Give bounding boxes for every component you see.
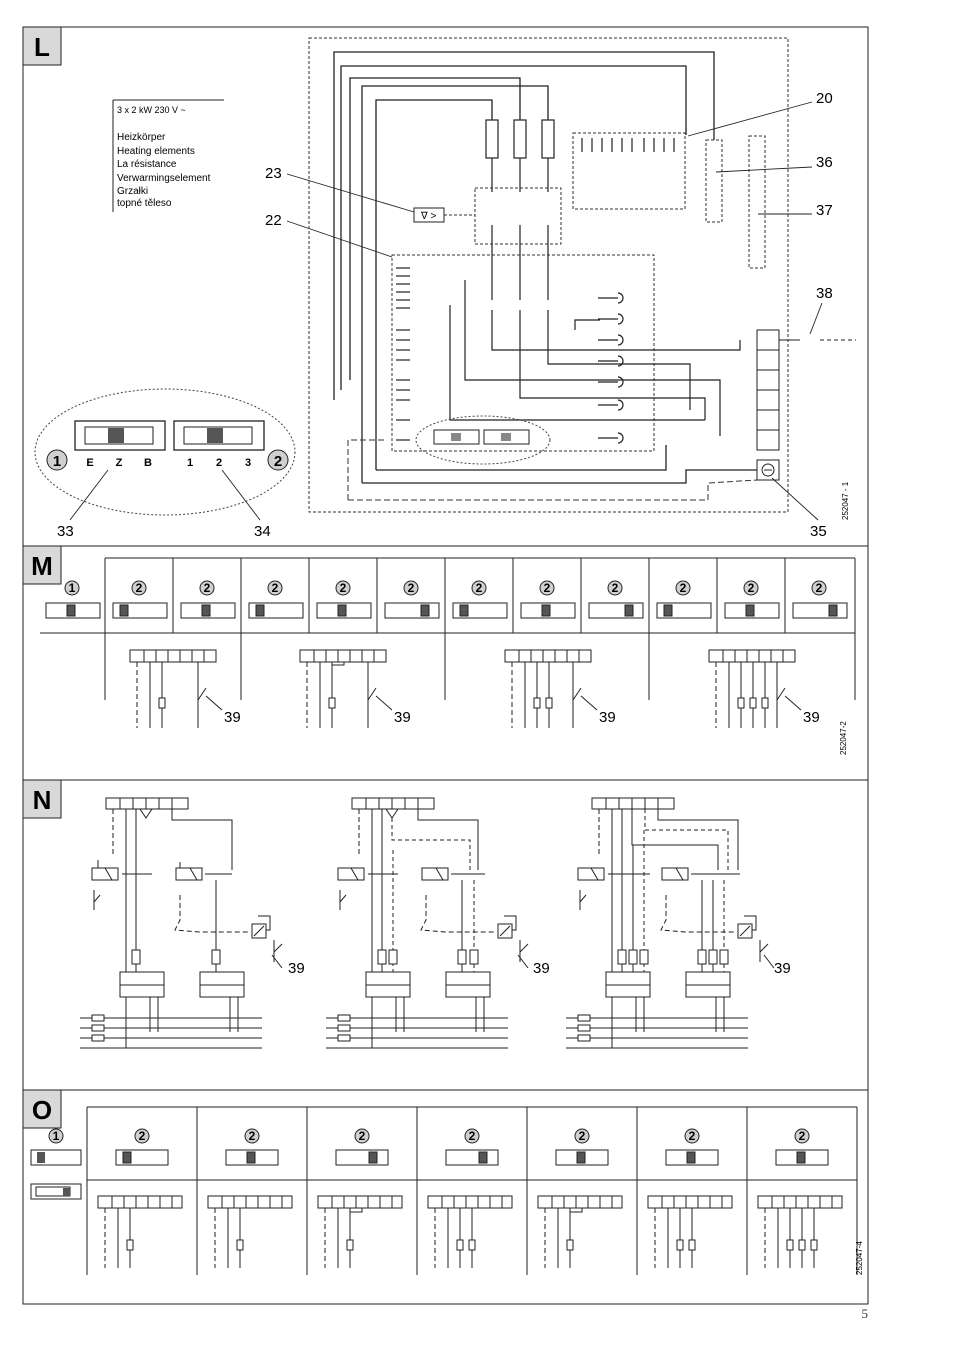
page-number: 5 <box>861 1306 869 1321</box>
n-schematic-a <box>80 797 283 1049</box>
m-number-6: 2 <box>408 581 415 595</box>
callout-36: 36 <box>816 154 833 171</box>
m-number-5: 2 <box>340 581 347 595</box>
m-callout-39-d: 39 <box>803 709 820 726</box>
heating-label-nl: Verwarmingselement <box>117 173 211 184</box>
m-number-9: 2 <box>612 581 619 595</box>
o-number-1: 2 <box>139 1129 146 1143</box>
n-callout-39-b: 39 <box>533 960 550 977</box>
drawing-code-l: 252047 - 1 <box>841 481 850 520</box>
callout-38: 38 <box>816 285 833 302</box>
section-letter-n: N <box>33 785 52 815</box>
sensor-36 <box>705 139 723 223</box>
o-switches <box>115 1149 829 1166</box>
m-header-grid <box>40 557 856 700</box>
section-frames <box>22 26 869 1305</box>
section-l: 3 x 2 kW 230 V ~ Heizkörper Heating elem… <box>34 37 856 540</box>
switch-2-pos-3: 3 <box>245 457 251 469</box>
section-m: 1 2 2 2 2 2 2 2 2 2 2 2 <box>40 557 856 755</box>
m-callout-39-a: 39 <box>224 709 241 726</box>
switch-1-number: 1 <box>53 453 61 470</box>
o-number-6: 2 <box>689 1129 696 1143</box>
rating-label: 3 x 2 kW 230 V ~ <box>117 105 186 115</box>
m-number-10: 2 <box>680 581 687 595</box>
n-callout-39-a: 39 <box>288 960 305 977</box>
callout-22: 22 <box>265 212 282 229</box>
n-callout-39-c: 39 <box>774 960 791 977</box>
m-number-1: 1 <box>69 581 76 595</box>
switch-2-number: 2 <box>274 453 282 470</box>
o-header-numbers: 2 2 2 2 2 2 2 <box>134 1128 810 1144</box>
callout-23: 23 <box>265 165 282 182</box>
drawing-code-m: 252047-2 <box>839 721 848 755</box>
section-letter-m: M <box>31 551 53 581</box>
drawing-code-o: 252047-4 <box>855 1241 864 1275</box>
callout-35: 35 <box>810 523 827 540</box>
callout-34: 34 <box>254 523 271 540</box>
m-switches <box>45 602 848 619</box>
m-callout-39-c: 39 <box>599 709 616 726</box>
m-number-3: 2 <box>204 581 211 595</box>
o-number-5: 2 <box>579 1129 586 1143</box>
m-number-12: 2 <box>816 581 823 595</box>
callout-37: 37 <box>816 202 833 219</box>
m-callout-39-b: 39 <box>394 709 411 726</box>
section-letter-boxes: L M N O <box>22 26 62 1129</box>
m-number-7: 2 <box>476 581 483 595</box>
heating-label-de: Heizkörper <box>117 132 166 143</box>
housing-outline <box>308 37 789 513</box>
o-number-4: 2 <box>469 1129 476 1143</box>
n-schematic-c <box>566 797 775 1049</box>
section-letter-o: O <box>32 1095 52 1125</box>
switch-2-pos-2: 2 <box>216 457 222 469</box>
m-header-numbers: 1 2 2 2 2 2 2 2 2 2 2 2 <box>64 580 827 596</box>
o-number-left: 1 <box>53 1129 60 1143</box>
heating-label-cs: topné těleso <box>117 198 172 209</box>
svg-text:∇ >: ∇ > <box>420 211 436 222</box>
m-number-4: 2 <box>272 581 279 595</box>
section-n <box>80 797 775 1049</box>
switch-detail-ellipse <box>34 388 296 516</box>
callout-33: 33 <box>57 523 74 540</box>
o-number-7: 2 <box>799 1129 806 1143</box>
switch-1-pos-e: E <box>86 457 93 469</box>
heating-label-pl: Grzałki <box>117 186 148 197</box>
switch-2-pos-1: 1 <box>187 457 193 469</box>
m-terminal-schematics <box>129 649 802 728</box>
heating-label-en: Heating elements <box>117 146 195 157</box>
o-number-2: 2 <box>249 1129 256 1143</box>
o-terminal-schematics <box>97 1195 843 1268</box>
main-terminal-block <box>756 329 780 481</box>
section-o: 1 2 2 2 2 2 2 2 <box>30 1106 864 1275</box>
m-number-2: 2 <box>136 581 143 595</box>
m-number-11: 2 <box>748 581 755 595</box>
section-letter-l: L <box>34 32 50 62</box>
sensor-37 <box>748 135 766 269</box>
switch-1-pos-z: Z <box>116 457 123 469</box>
heating-label-fr: La résistance <box>117 159 177 170</box>
n-schematic-b <box>326 797 529 1049</box>
callout-20: 20 <box>816 90 833 107</box>
heater-resistors <box>485 119 555 300</box>
switch-1-pos-b: B <box>144 457 152 469</box>
m-number-8: 2 <box>544 581 551 595</box>
o-grid <box>86 1106 858 1275</box>
o-number-3: 2 <box>359 1129 366 1143</box>
